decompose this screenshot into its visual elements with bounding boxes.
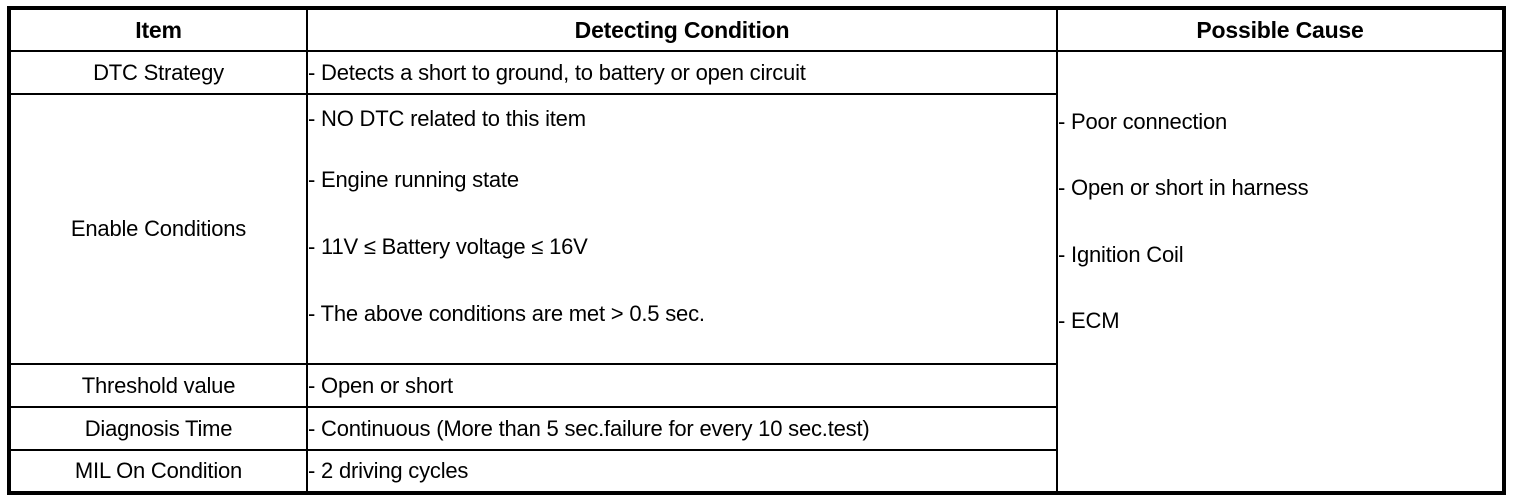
page-canvas: Item Detecting Condition Possible Cause … bbox=[7, 6, 1506, 495]
item-label-enable-conditions: Enable Conditions bbox=[8, 93, 308, 365]
possible-cause-list: - Poor connection - Open or short in har… bbox=[1058, 52, 1502, 491]
table-header-row: Item Detecting Condition Possible Cause bbox=[8, 7, 1505, 52]
possible-cause-cell: - Poor connection - Open or short in har… bbox=[1056, 50, 1505, 494]
detect-cell-threshold-value: - Open or short bbox=[306, 363, 1058, 408]
possible-cause-item: - Open or short in harness bbox=[1058, 175, 1309, 200]
detect-line: - 11V ≤ Battery voltage ≤ 16V bbox=[308, 234, 588, 259]
detect-cell-enable-conditions: - NO DTC related to this item - Engine r… bbox=[306, 93, 1058, 365]
possible-cause-item: - ECM bbox=[1058, 308, 1120, 333]
possible-cause-item: - Ignition Coil bbox=[1058, 242, 1184, 267]
column-header-possible-cause: Possible Cause bbox=[1056, 7, 1505, 52]
detect-line: - The above conditions are met > 0.5 sec… bbox=[308, 301, 705, 326]
item-label-diagnosis-time: Diagnosis Time bbox=[8, 406, 308, 451]
table-row-dtc-strategy: DTC Strategy - Detects a short to ground… bbox=[8, 50, 1505, 494]
table-body: DTC Strategy - Detects a short to ground… bbox=[8, 50, 1505, 494]
detect-line: - Open or short bbox=[308, 372, 453, 398]
detect-line: - NO DTC related to this item bbox=[308, 106, 586, 131]
possible-cause-item: - Poor connection bbox=[1058, 109, 1228, 134]
detect-cell-diagnosis-time: - Continuous (More than 5 sec.failure fo… bbox=[306, 406, 1058, 451]
table-row-enable-conditions: Enable Conditions - NO DTC related to th… bbox=[8, 93, 1504, 365]
item-label-threshold-value: Threshold value bbox=[8, 363, 308, 408]
detect-line: - Continuous (More than 5 sec.failure fo… bbox=[308, 415, 870, 441]
dtc-diagnostic-table: Item Detecting Condition Possible Cause … bbox=[7, 6, 1506, 495]
table-header: Item Detecting Condition Possible Cause bbox=[8, 7, 1505, 52]
detect-cell-dtc-strategy: - Detects a short to ground, to battery … bbox=[306, 50, 1058, 95]
item-label-mil-on-condition: MIL On Condition bbox=[8, 449, 308, 494]
detect-cell-mil-on-condition: - 2 driving cycles bbox=[306, 449, 1058, 494]
table-row-diagnosis-time: Diagnosis Time - Continuous (More than 5… bbox=[8, 406, 1504, 451]
item-label-dtc-strategy: DTC Strategy bbox=[8, 50, 308, 95]
detect-line: - Detects a short to ground, to battery … bbox=[308, 59, 806, 85]
detect-line: - 2 driving cycles bbox=[308, 458, 469, 483]
enable-conditions-list: - NO DTC related to this item - Engine r… bbox=[308, 95, 1056, 363]
column-header-detecting-condition: Detecting Condition bbox=[306, 7, 1058, 52]
column-header-item: Item bbox=[8, 7, 308, 52]
detect-line: - Engine running state bbox=[308, 167, 519, 192]
table-row-threshold-value: Threshold value - Open or short bbox=[8, 363, 1504, 408]
